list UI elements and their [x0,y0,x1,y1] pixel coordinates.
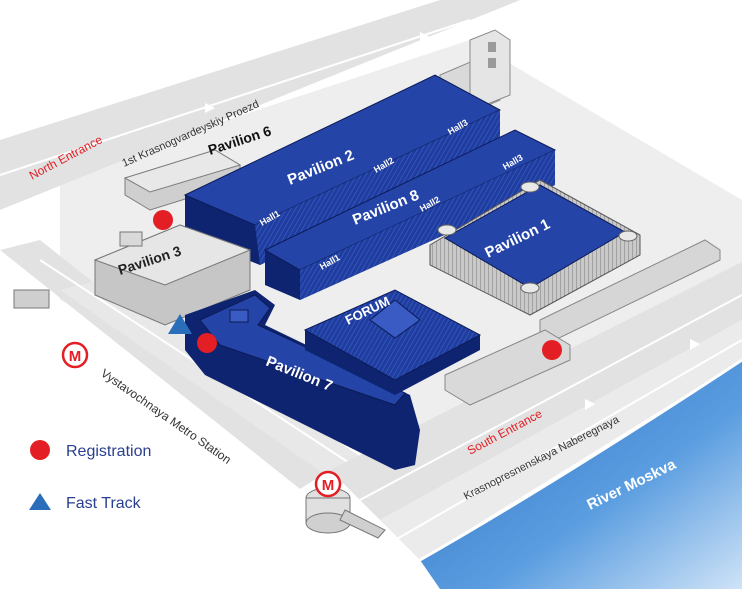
forum-building [303,289,482,395]
river-moskva [420,360,742,589]
legend-registration-icon [30,440,50,460]
metro-symbol: M [69,348,82,365]
fast-track-marker [168,314,192,334]
outbuildings-top [439,29,511,116]
legend-fast-track-label: Fast Track [66,495,142,512]
legend-fast-track-icon [29,493,51,510]
small-shed [13,289,50,309]
metro-station-building [305,487,386,539]
south-annex [444,329,571,406]
pavilion-8-building [263,129,557,300]
metro-symbol: M [322,477,335,494]
registration-marker-pavilion-3 [153,210,173,230]
registration-marker-south [542,340,562,360]
legend: Registration Fast Track [29,440,151,512]
pavilion-1-building [429,179,641,316]
registration-marker-pavilion-7 [197,333,217,353]
legend-registration-label: Registration [66,443,151,460]
pavilion-3-building [93,224,252,326]
metro-icon-left: M [61,341,89,369]
roads [0,0,742,560]
metro-icon-bottom: M [314,470,342,498]
